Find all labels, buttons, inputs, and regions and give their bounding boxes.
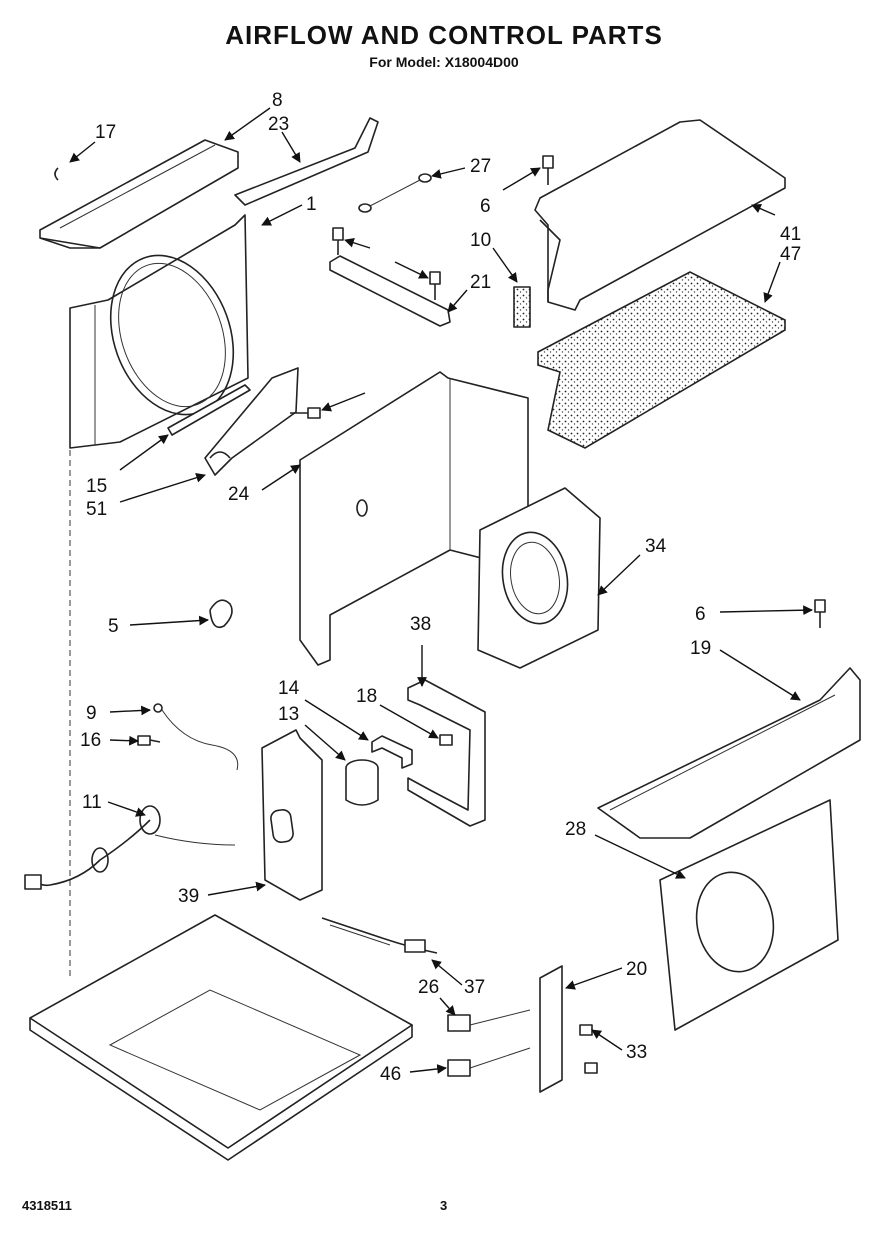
part-15-strip [167, 384, 251, 436]
part-19-rail-panel [597, 667, 861, 839]
callout-47: 47 [780, 244, 801, 265]
callout-5: 5 [108, 616, 119, 637]
part-38-bracket [407, 679, 486, 827]
part-37-wire-harness [321, 917, 438, 954]
page-number: 3 [440, 1198, 448, 1213]
callout-34: 34 [645, 536, 667, 557]
callout-27: 27 [470, 156, 491, 177]
part-21-bracket [329, 255, 451, 327]
callout-10: 10 [470, 230, 491, 251]
callout-1: 1 [306, 194, 317, 215]
callout-51: 51 [86, 499, 107, 520]
part-11-power-cord [24, 805, 236, 890]
callout-19: 19 [690, 638, 711, 659]
callout-28: 28 [565, 819, 586, 840]
part-26-mount [447, 1014, 471, 1032]
callout-46: 46 [380, 1064, 401, 1085]
callout-14: 14 [278, 678, 300, 699]
callout-38: 38 [410, 614, 431, 635]
callout-20: 20 [626, 959, 647, 980]
callout-37: 37 [464, 977, 485, 998]
part-20-bracket [539, 965, 563, 1093]
callout-17: 17 [95, 122, 116, 143]
callout-24: 24 [228, 484, 250, 505]
callout-6-top: 6 [480, 196, 491, 217]
callout-23: 23 [268, 114, 289, 135]
part-33-screw-a [579, 1024, 593, 1036]
base-pan [29, 914, 413, 1161]
part-23-strip [234, 117, 379, 206]
callout-8: 8 [272, 90, 283, 111]
part-1-fan-shroud [69, 214, 249, 449]
screw-6-d [290, 407, 321, 419]
callout-13: 13 [278, 704, 299, 725]
model-subtitle: For Model: X18004D00 [369, 54, 519, 70]
part-9-ring [153, 703, 163, 713]
callout-26: 26 [418, 977, 439, 998]
callout-16: 16 [80, 730, 101, 751]
part-5-clip [209, 599, 233, 629]
callout-41: 41 [780, 224, 801, 245]
part-8-top-bracket [39, 139, 239, 249]
screw-6-b [429, 271, 441, 300]
part-24-divider [299, 371, 529, 666]
part-18-screw [439, 734, 453, 746]
part-28-rear-panel [659, 799, 839, 1031]
callout-9: 9 [86, 703, 97, 724]
part-33-screw-b [584, 1062, 598, 1074]
part-27-gasket-b [358, 203, 372, 213]
part-14-clamp [371, 735, 413, 769]
ground-wire [161, 709, 239, 771]
callout-18: 18 [356, 686, 377, 707]
callout-15: 15 [86, 476, 107, 497]
part-39-control-panel [261, 729, 323, 901]
callout-39: 39 [178, 886, 199, 907]
callout-21: 21 [470, 272, 491, 293]
screw-6-a [332, 227, 344, 255]
screw-6-e [814, 599, 826, 628]
part-46-mount [447, 1059, 471, 1077]
callout-33: 33 [626, 1042, 647, 1063]
part-10-foam-block [513, 286, 531, 328]
part-51-deflector [204, 367, 299, 476]
part-27-gasket-a [418, 173, 432, 183]
part-47-foam-filter [537, 271, 786, 449]
callout-6-right: 6 [695, 604, 706, 625]
part-13-capacitor [345, 759, 379, 806]
callout-11: 11 [82, 792, 102, 813]
page-title: AIRFLOW AND CONTROL PARTS [225, 20, 663, 50]
part-16-screw [137, 735, 161, 746]
part-34-orifice [477, 487, 601, 669]
part-41-top-cover [534, 119, 786, 311]
part-17-clip [54, 167, 59, 181]
screw-6-c [542, 155, 554, 185]
document-number: 4318511 [22, 1198, 72, 1213]
